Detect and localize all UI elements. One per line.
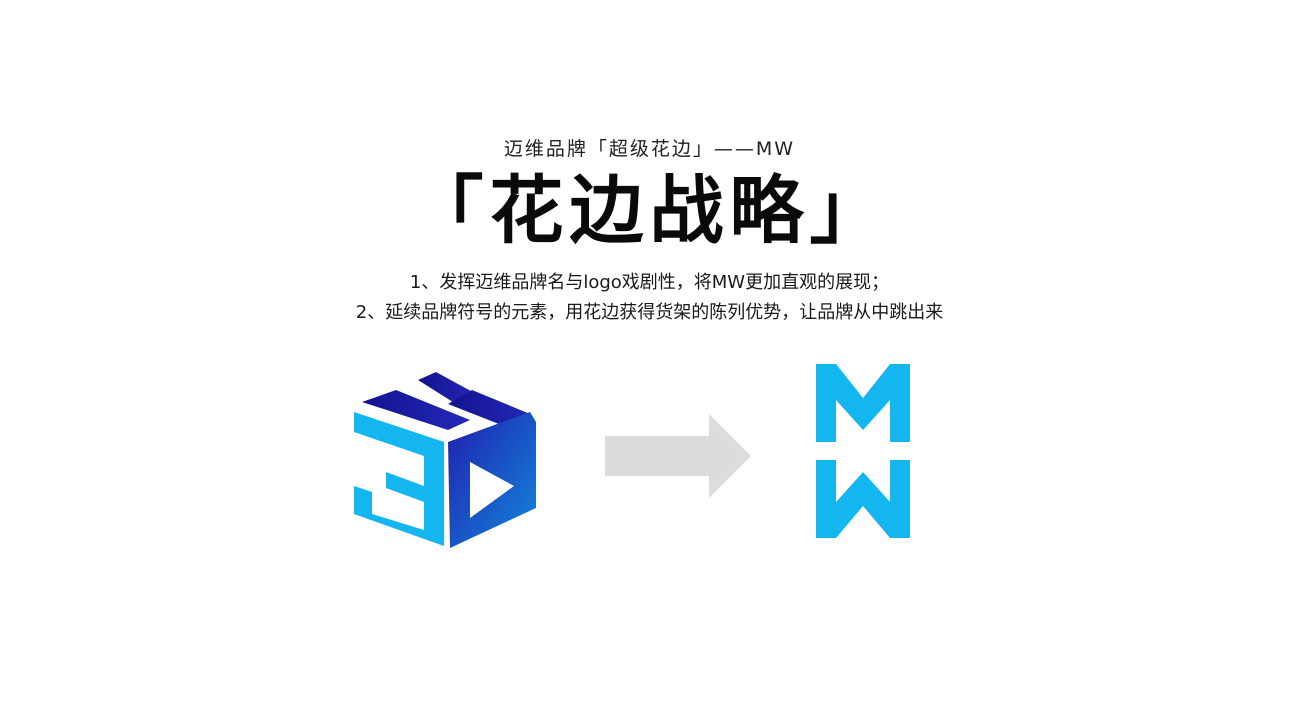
mw-letter-m: [816, 364, 910, 442]
cube-left-face-3: [354, 412, 444, 546]
strategy-point-2: 2、延续品牌符号的元素，用花边获得货架的陈列优势，让品牌从中跳出来: [355, 302, 944, 323]
3dm-cube-logo: [354, 372, 536, 548]
strategy-points: 1、发挥迈维品牌名与logo戏剧性，将MW更加直观的展现； 2、延续品牌符号的元…: [0, 268, 1299, 328]
slide-headline: 「花边战略」: [409, 168, 890, 254]
mw-letter-w: [816, 460, 910, 538]
slide-subtitle: 迈维品牌「超级花边」——MW: [503, 138, 796, 160]
mw-mark-logo: [816, 364, 910, 538]
right-arrow-icon: [605, 414, 751, 498]
strategy-point-1: 1、发挥迈维品牌名与logo戏剧性，将MW更加直观的展现；: [409, 272, 890, 293]
cube-top-face-m: [362, 372, 530, 430]
cube-right-face-d: [448, 412, 536, 548]
